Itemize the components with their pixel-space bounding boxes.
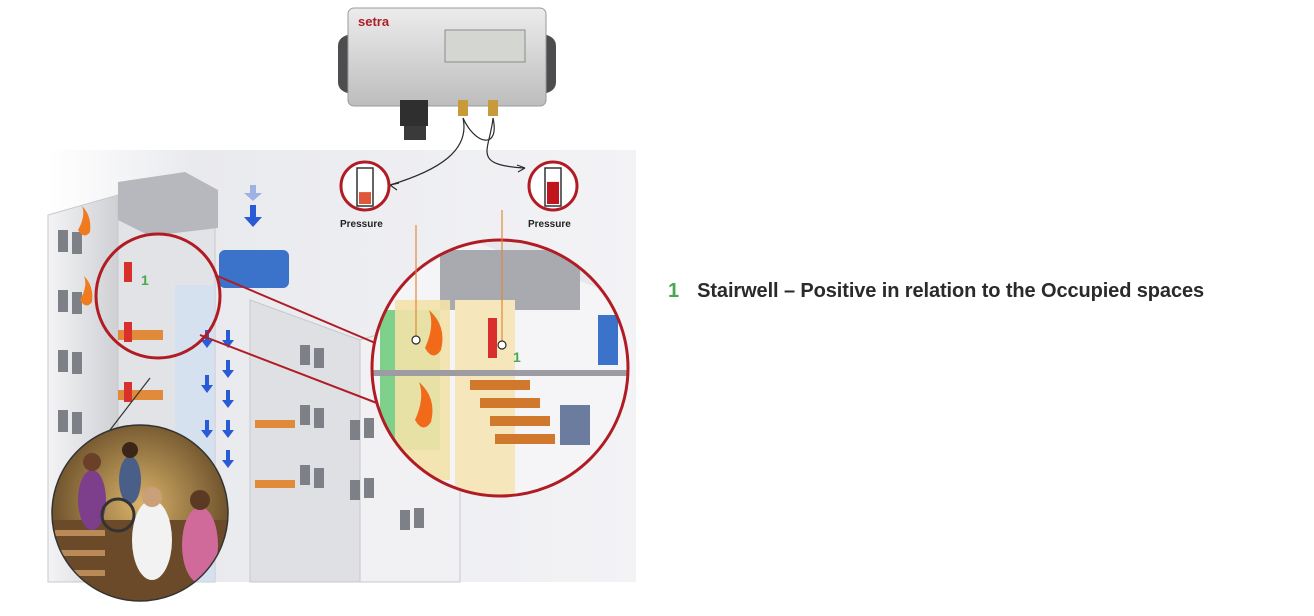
- pressure-sensor-device: setra: [338, 7, 556, 140]
- legend-number: 1: [668, 280, 680, 302]
- sensor-brand: setra: [358, 14, 390, 29]
- gauge-fill: [547, 181, 559, 204]
- legend-item: 1 Stairwell – Positive in relation to th…: [668, 280, 1204, 303]
- marker-zoom: 1: [513, 349, 521, 365]
- pressure-gauge-left: Pressure: [339, 160, 391, 230]
- gauge-fill: [359, 192, 371, 204]
- gauge-label-left: Pressure: [340, 219, 383, 230]
- marker-main: 1: [141, 272, 149, 288]
- gauge-label-right: Pressure: [528, 219, 571, 230]
- sensor-tubing: [389, 117, 526, 350]
- airflow-arrows: [201, 185, 289, 468]
- stairwell-marker-circle: 1: [94, 232, 396, 411]
- evacuation-photo-inset: [51, 377, 229, 602]
- pressure-gauge-right: Pressure: [527, 160, 579, 230]
- legend-text: Stairwell – Positive in relation to the …: [697, 280, 1205, 302]
- zoom-view: 1: [370, 238, 630, 498]
